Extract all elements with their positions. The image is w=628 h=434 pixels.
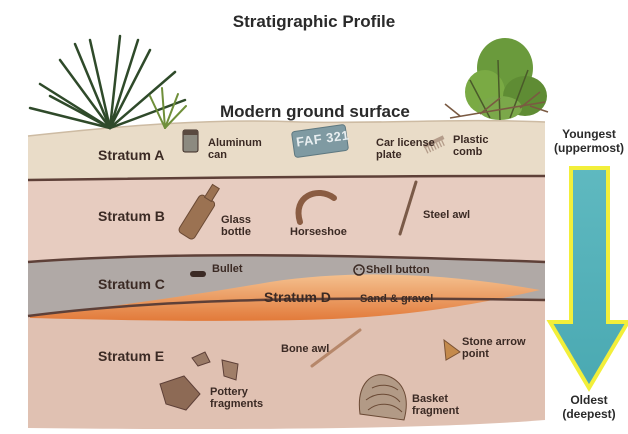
stone-arrow-point-label-line-2: point: [462, 348, 526, 360]
oldest-label-line-2: (deepest): [550, 407, 628, 421]
plastic-comb-label-line-2: comb: [453, 146, 488, 158]
youngest-label-line-1: Youngest: [550, 127, 628, 141]
shell-button-label: Shell button: [366, 264, 430, 276]
aluminum-can-label: Aluminum can: [208, 137, 262, 161]
grass-plant-left-icon: [30, 36, 185, 128]
time-arrow: [550, 168, 628, 388]
diagram-title: Stratigraphic Profile: [0, 12, 628, 32]
stratum-d-label: Stratum D: [264, 289, 331, 305]
aluminum-can-icon: [183, 130, 198, 152]
ground-surface-label: Modern ground surface: [220, 102, 410, 122]
pottery-fragments-label-line-1: Pottery: [210, 386, 263, 398]
license-plate-label: Car license plate: [376, 137, 435, 161]
stratum-b-label: Stratum B: [98, 208, 165, 224]
pottery-fragments-label-line-2: fragments: [210, 398, 263, 410]
oldest-label: Oldest (deepest): [550, 393, 628, 421]
horseshoe-label: Horseshoe: [290, 226, 347, 238]
stone-arrow-point-label: Stone arrow point: [462, 336, 526, 360]
stratum-d-description: Sand & gravel: [360, 293, 433, 305]
aluminum-can-label-line-1: Aluminum: [208, 137, 262, 149]
stratum-c-label: Stratum C: [98, 276, 165, 292]
bullet-label: Bullet: [212, 263, 243, 275]
stratum-e-label: Stratum E: [98, 348, 164, 364]
pottery-fragments-label: Pottery fragments: [210, 386, 263, 410]
basket-fragment-label-line-2: fragment: [412, 405, 459, 417]
bullet-icon: [190, 271, 206, 277]
aluminum-can-label-line-2: can: [208, 149, 262, 161]
steel-awl-label: Steel awl: [423, 209, 470, 221]
glass-bottle-label-line-2: bottle: [221, 226, 251, 238]
plastic-comb-label: Plastic comb: [453, 134, 488, 158]
stone-arrow-point-label-line-1: Stone arrow: [462, 336, 526, 348]
plastic-comb-label-line-1: Plastic: [453, 134, 488, 146]
grass-small-icon: [150, 88, 186, 128]
bone-awl-label: Bone awl: [281, 343, 329, 355]
youngest-label: Youngest (uppermost): [550, 127, 628, 155]
glass-bottle-label: Glass bottle: [221, 214, 251, 238]
basket-fragment-label-line-1: Basket: [412, 393, 459, 405]
oldest-label-line-1: Oldest: [550, 393, 628, 407]
license-plate-label-line-2: plate: [376, 149, 435, 161]
youngest-label-line-2: (uppermost): [550, 141, 628, 155]
license-plate-label-line-1: Car license: [376, 137, 435, 149]
glass-bottle-label-line-1: Glass: [221, 214, 251, 226]
stratum-a-label: Stratum A: [98, 147, 164, 163]
basket-fragment-label: Basket fragment: [412, 393, 459, 417]
